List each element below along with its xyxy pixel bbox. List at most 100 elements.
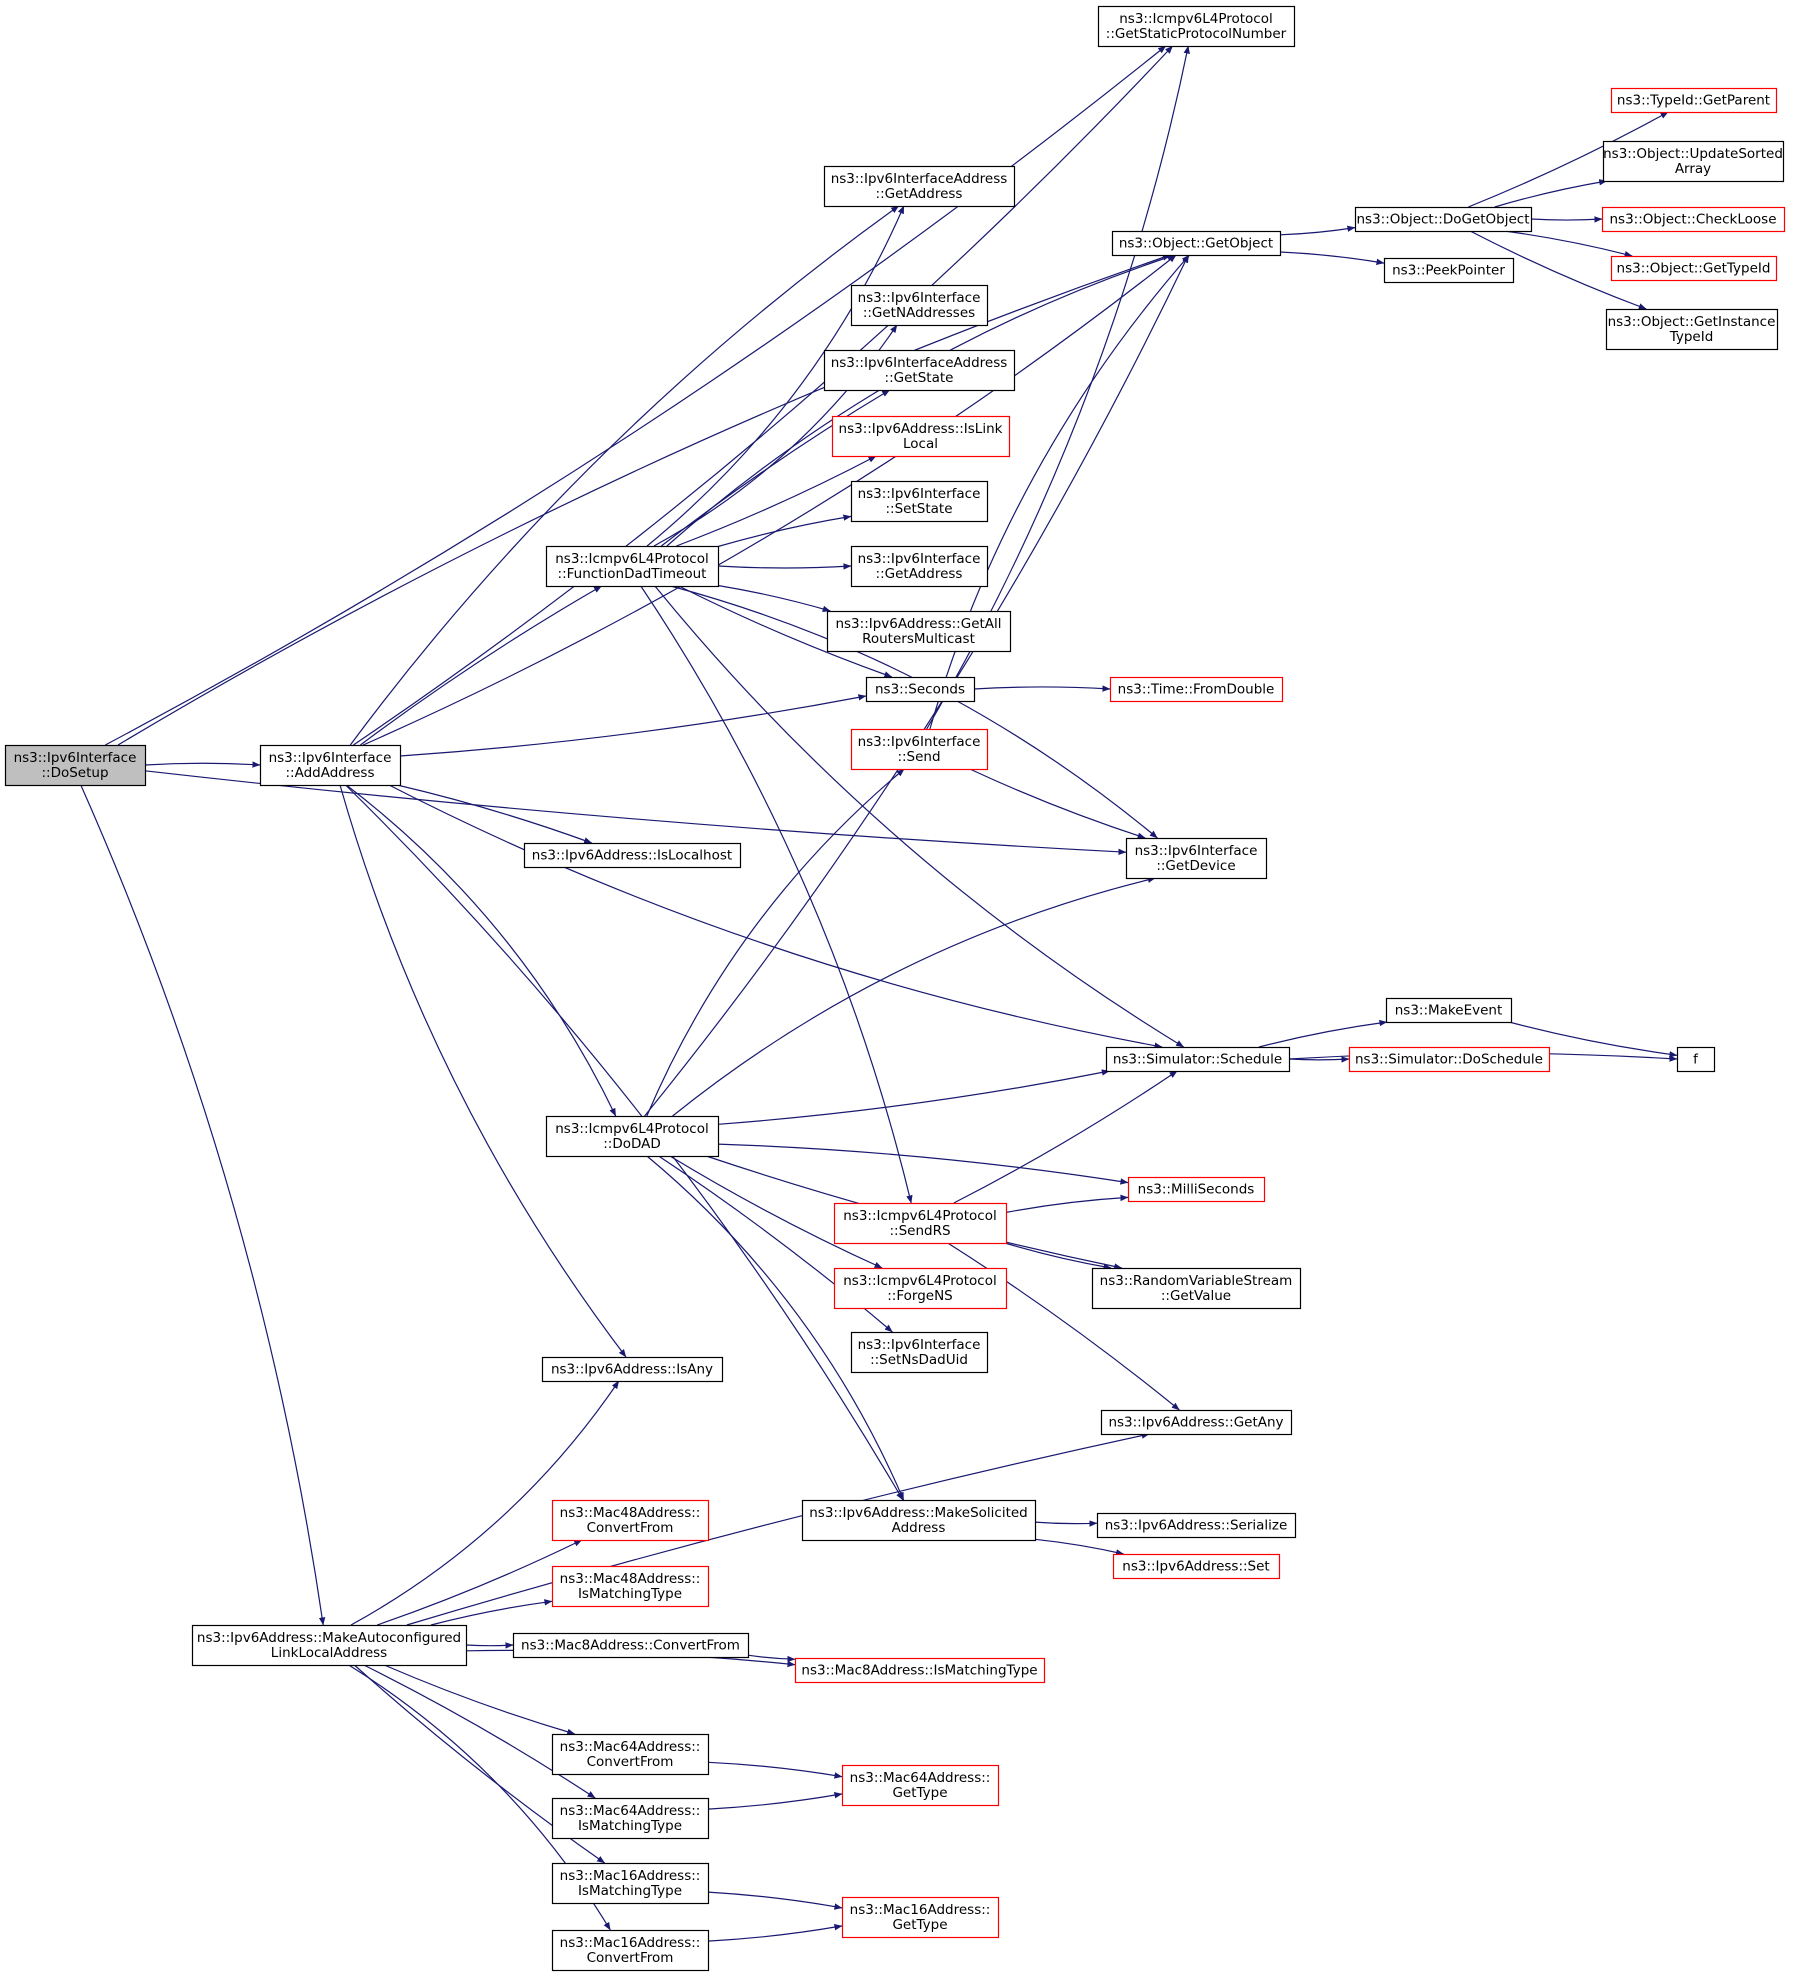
node-forgens[interactable]: ns3::Icmpv6L4Protocol::ForgeNS <box>833 1267 1008 1310</box>
node-box <box>1096 1512 1297 1539</box>
node-label: ns3::Mac64Address:: <box>560 1739 701 1755</box>
node-label: RoutersMulticast <box>862 631 975 647</box>
node-mac64_gettype[interactable]: ns3::Mac64Address::GetType <box>841 1764 1000 1807</box>
node-mac16_ismatching[interactable]: ns3::Mac16Address::IsMatchingType <box>551 1862 710 1905</box>
node-getdevice[interactable]: ns3::Ipv6Interface::GetDevice <box>1125 837 1268 880</box>
node-schedule[interactable]: ns3::Simulator::Schedule <box>1105 1046 1291 1073</box>
node-label: IsMatchingType <box>578 1883 682 1899</box>
node-ifaddr_getaddress[interactable]: ns3::Ipv6InterfaceAddress::GetAddress <box>823 165 1016 208</box>
node-box <box>551 1929 710 1972</box>
edge-schedule-to-doschedule <box>1288 1056 1350 1063</box>
node-setstate[interactable]: ns3::Ipv6Interface::SetState <box>850 480 989 523</box>
edge-addaddress-to-dodad <box>345 784 617 1117</box>
node-label: ns3::Mac64Address:: <box>850 1770 991 1786</box>
node-mac8_ismatching[interactable]: ns3::Mac8Address::IsMatchingType <box>794 1657 1046 1684</box>
node-makeevent[interactable]: ns3::MakeEvent <box>1385 997 1513 1024</box>
node-mac16_convertfrom[interactable]: ns3::Mac16Address::ConvertFrom <box>551 1929 710 1972</box>
node-label: ns3::Ipv6Interface <box>14 750 137 766</box>
edge-dogetobject-to-checkloose <box>1530 216 1603 223</box>
edge-makeautoconf-to-getany <box>406 1432 1150 1626</box>
node-box <box>841 1896 1000 1939</box>
node-layer: ns3::Ipv6Interface::DoSetupns3::Ipv6Inte… <box>4 5 1786 1972</box>
node-label: ::SendRS <box>889 1223 950 1239</box>
node-mac64_ismatching[interactable]: ns3::Mac64Address::IsMatchingType <box>551 1797 710 1840</box>
edge-addaddress-to-islocalhost <box>396 784 593 844</box>
node-label: ::FunctionDadTimeout <box>558 566 707 582</box>
node-islocalhost[interactable]: ns3::Ipv6Address::IsLocalhost <box>523 842 742 869</box>
node-label: ::ForgeNS <box>887 1288 953 1304</box>
node-label: ns3::Ipv6InterfaceAddress <box>831 171 1008 187</box>
edge-makesolicited-to-set <box>1034 1538 1124 1556</box>
node-fromdouble[interactable]: ns3::Time::FromDouble <box>1109 676 1284 703</box>
node-box <box>1127 1176 1266 1203</box>
edge-dogetobject-to-getinstancetypeid <box>1469 230 1647 310</box>
node-label: ::GetValue <box>1161 1288 1231 1304</box>
node-doschedule[interactable]: ns3::Simulator::DoSchedule <box>1348 1046 1551 1073</box>
node-label: ns3::Ipv6Interface <box>858 551 981 567</box>
node-mac48_convertfrom[interactable]: ns3::Mac48Address::ConvertFrom <box>551 1499 710 1542</box>
node-label: ns3::Mac8Address::IsMatchingType <box>801 1663 1037 1679</box>
node-milliseconds[interactable]: ns3::MilliSeconds <box>1127 1176 1266 1203</box>
edge-addaddress-to-ifaddr_getaddress <box>349 205 900 746</box>
node-makeautoconf[interactable]: ns3::Ipv6Address::MakeAutoconfiguredLink… <box>191 1624 468 1667</box>
node-seconds[interactable]: ns3::Seconds <box>865 676 976 703</box>
node-mac48_ismatching[interactable]: ns3::Mac48Address::IsMatchingType <box>551 1565 710 1608</box>
node-label: ::DoSetup <box>41 765 108 781</box>
node-getobject[interactable]: ns3::Object::GetObject <box>1111 230 1282 257</box>
node-getstaticproto[interactable]: ns3::Icmpv6L4Protocol::GetStaticProtocol… <box>1097 5 1296 48</box>
node-mac8_convertfrom[interactable]: ns3::Mac8Address::ConvertFrom <box>512 1632 750 1659</box>
node-box <box>4 744 147 787</box>
node-dodad[interactable]: ns3::Icmpv6L4Protocol::DoDAD <box>545 1115 720 1158</box>
node-label: ns3::Ipv6Interface <box>269 750 392 766</box>
node-setnsdaduid[interactable]: ns3::Ipv6Interface::SetNsDadUid <box>850 1331 989 1374</box>
node-randomgetvalue[interactable]: ns3::RandomVariableStream::GetValue <box>1091 1267 1302 1310</box>
edge-mac16_ismatching-to-mac16_gettype <box>707 1891 843 1910</box>
node-box <box>259 744 402 787</box>
node-set[interactable]: ns3::Ipv6Address::Set <box>1112 1553 1281 1580</box>
node-label: ns3::Ipv6Interface <box>858 486 981 502</box>
node-ifaddr_getstate[interactable]: ns3::Ipv6InterfaceAddress::GetState <box>823 349 1016 392</box>
node-mac64_convertfrom[interactable]: ns3::Mac64Address::ConvertFrom <box>551 1733 710 1776</box>
node-dogetobject[interactable]: ns3::Object::DoGetObject <box>1354 206 1533 233</box>
edge-functiondad-to-ifaddr_getaddress <box>646 205 905 547</box>
node-send[interactable]: ns3::Ipv6Interface::Send <box>850 728 989 771</box>
node-label: ns3::Ipv6Address::GetAll <box>835 616 1001 632</box>
edge-functiondad-to-if_getaddress <box>717 563 852 570</box>
edge-functiondad-to-setstate <box>717 514 852 548</box>
node-f[interactable]: f <box>1676 1046 1716 1073</box>
edge-mac8_convertfrom-to-mac8_ismatching <box>747 1654 796 1663</box>
node-gettypeid[interactable]: ns3::Object::GetTypeId <box>1610 255 1778 282</box>
node-functiondad[interactable]: ns3::Icmpv6L4Protocol::FunctionDadTimeou… <box>545 545 720 588</box>
node-label: ns3::Ipv6Address::IsLocalhost <box>532 848 732 864</box>
node-serialize[interactable]: ns3::Ipv6Address::Serialize <box>1096 1512 1297 1539</box>
node-mac16_gettype[interactable]: ns3::Mac16Address::GetType <box>841 1896 1000 1939</box>
edge-dodad-to-send <box>646 768 905 1117</box>
edge-schedule-to-makeevent <box>1258 1019 1388 1048</box>
node-getnaddresses[interactable]: ns3::Ipv6Interface::GetNAddresses <box>850 284 989 327</box>
node-dosetup[interactable]: ns3::Ipv6Interface::DoSetup <box>4 744 147 787</box>
edge-getobject-to-dogetobject <box>1279 225 1356 236</box>
node-label: ns3::Ipv6Address::GetAny <box>1108 1415 1283 1431</box>
node-label: ns3::Mac48Address:: <box>560 1571 701 1587</box>
edge-sendrs-to-milliseconds <box>1005 1194 1129 1213</box>
node-sendrs[interactable]: ns3::Icmpv6L4Protocol::SendRS <box>833 1202 1008 1245</box>
node-if_getaddress[interactable]: ns3::Ipv6Interface::GetAddress <box>850 545 989 588</box>
node-getany[interactable]: ns3::Ipv6Address::GetAny <box>1100 1409 1293 1436</box>
node-box <box>551 1797 710 1840</box>
node-isany[interactable]: ns3::Ipv6Address::IsAny <box>541 1356 724 1383</box>
node-label: ns3::Mac8Address::ConvertFrom <box>521 1638 740 1654</box>
node-peekpointer[interactable]: ns3::PeekPointer <box>1383 257 1515 284</box>
edge-seconds-to-fromdouble <box>973 685 1111 692</box>
node-checkloose[interactable]: ns3::Object::CheckLoose <box>1601 206 1786 233</box>
node-label: ::DoDAD <box>603 1136 661 1152</box>
node-addaddress[interactable]: ns3::Ipv6Interface::AddAddress <box>259 744 402 787</box>
node-getparent[interactable]: ns3::TypeId::GetParent <box>1610 87 1778 114</box>
node-box <box>823 349 1016 392</box>
node-box <box>831 415 1011 458</box>
node-box <box>1112 1553 1281 1580</box>
